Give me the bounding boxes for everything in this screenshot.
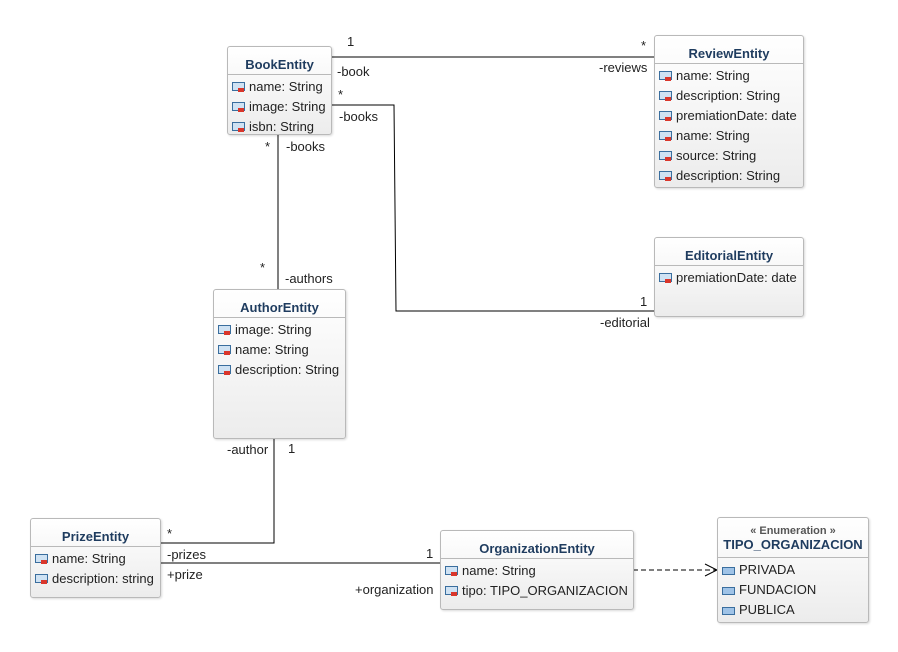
attribute: name: String — [659, 126, 803, 146]
attribute: name: String — [35, 549, 160, 569]
role-label: -books — [286, 139, 326, 154]
multiplicity-label: * — [167, 526, 173, 541]
attribute-icon — [659, 273, 672, 283]
role-label: +prize — [167, 567, 203, 582]
attribute: name: String — [445, 561, 633, 581]
attribute: description: String — [659, 86, 803, 106]
class-title: EditorialEntity — [684, 248, 774, 263]
enum-title: TIPO_ORGANIZACION — [723, 537, 863, 552]
class-book-entity[interactable]: BookEntity name: String image: String is… — [227, 46, 332, 135]
class-title: ReviewEntity — [688, 46, 770, 61]
multiplicity-label: 1 — [426, 546, 434, 561]
attribute: image: String — [232, 97, 331, 117]
class-author-entity[interactable]: AuthorEntity image: String name: String … — [213, 289, 346, 439]
enum-literal: FUNDACION — [722, 580, 868, 600]
role-label: +organization — [355, 582, 434, 597]
attribute: name: String — [232, 77, 331, 97]
attribute-icon — [218, 365, 231, 375]
attribute-icon — [659, 111, 672, 121]
multiplicity-label: * — [338, 87, 344, 102]
class-review-entity[interactable]: ReviewEntity name: String description: S… — [654, 35, 804, 188]
attribute-icon — [445, 566, 458, 576]
role-label: -books — [339, 109, 379, 124]
multiplicity-label: 1 — [288, 441, 296, 456]
attribute: source: String — [659, 146, 803, 166]
attribute-icon — [659, 71, 672, 81]
role-label: -editorial — [600, 315, 650, 330]
literal-icon — [722, 565, 735, 575]
class-title: BookEntity — [245, 57, 314, 72]
multiplicity-label: * — [265, 139, 271, 154]
class-title: PrizeEntity — [61, 529, 130, 544]
attribute: premiationDate: date — [659, 106, 803, 126]
attribute-icon — [232, 102, 245, 112]
enum-literal: PUBLICA — [722, 600, 868, 620]
multiplicity-label: 1 — [347, 34, 355, 49]
attribute: description: string — [35, 569, 160, 589]
attribute-icon — [232, 82, 245, 92]
attribute-icon — [659, 151, 672, 161]
class-title: OrganizationEntity — [479, 541, 595, 556]
role-label: -prizes — [167, 547, 207, 562]
attribute: image: String — [218, 320, 345, 340]
attribute-icon — [35, 554, 48, 564]
attribute: isbn: String — [232, 117, 331, 137]
attribute: name: String — [218, 340, 345, 360]
attribute-icon — [35, 574, 48, 584]
class-title: AuthorEntity — [240, 300, 319, 315]
enum-stereotype: « Enumeration » — [750, 525, 836, 537]
attribute: name: String — [659, 66, 803, 86]
class-prize-entity[interactable]: PrizeEntity name: String description: st… — [30, 518, 161, 598]
class-organization-entity[interactable]: OrganizationEntity name: String tipo: TI… — [440, 530, 634, 610]
attribute-icon — [445, 586, 458, 596]
literal-icon — [722, 605, 735, 615]
attribute: tipo: TIPO_ORGANIZACION — [445, 581, 633, 601]
enum-literal: PRIVADA — [722, 560, 868, 580]
enum-tipo-organizacion[interactable]: « Enumeration » TIPO_ORGANIZACION PRIVAD… — [717, 517, 869, 623]
attribute-icon — [232, 122, 245, 132]
attribute-icon — [659, 131, 672, 141]
attribute-icon — [659, 91, 672, 101]
attribute-icon — [659, 171, 672, 181]
multiplicity-label: * — [260, 260, 266, 275]
multiplicity-label: 1 — [640, 294, 648, 309]
assoc-author-prize[interactable] — [160, 438, 275, 544]
assoc-book-editorial[interactable] — [331, 104, 655, 312]
class-editorial-entity[interactable]: EditorialEntity premiationDate: date — [654, 237, 804, 317]
role-label: -author — [227, 442, 269, 457]
multiplicity-label: * — [641, 38, 647, 53]
role-label: -book — [337, 64, 370, 79]
attribute: premiationDate: date — [659, 268, 803, 288]
attribute: description: String — [659, 166, 803, 186]
role-label: -authors — [285, 271, 333, 286]
attribute-icon — [218, 325, 231, 335]
role-label: -reviews — [599, 60, 648, 75]
attribute-icon — [218, 345, 231, 355]
literal-icon — [722, 585, 735, 595]
attribute: description: String — [218, 360, 345, 380]
